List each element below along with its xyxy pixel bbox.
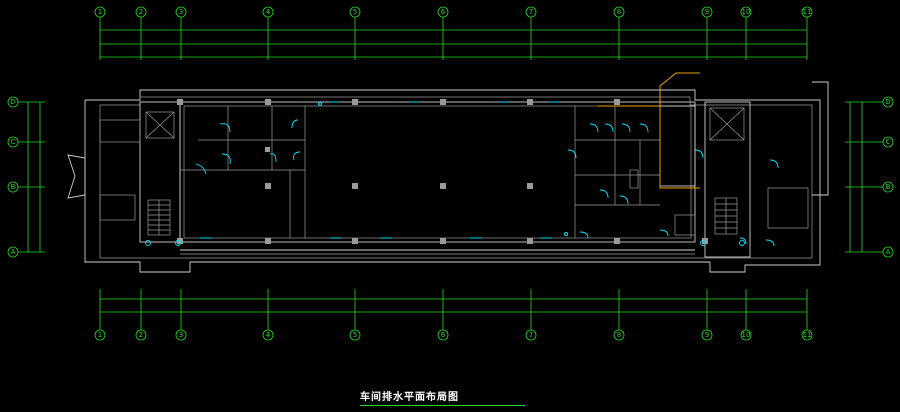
structural-columns (177, 99, 708, 244)
axis-bubbles-left: D C B A (7, 96, 19, 258)
axis-bubble-top-1-label: 1 (98, 8, 102, 16)
axis-bubbles-top: 1 2 3 4 5 6 7 8 9 10 11 (94, 6, 813, 18)
axis-bubble-top-8-label: 8 (617, 8, 621, 16)
axis-bubble-top-6: 6 (437, 6, 449, 18)
axis-bubble-left-C: C (7, 136, 19, 148)
axis-bubble-top-9: 9 (701, 6, 713, 18)
axis-bubble-bottom-9-label: 9 (705, 331, 709, 339)
axis-bubble-top-10: 10 (740, 6, 752, 18)
axis-bubble-bottom-4-label: 4 (266, 331, 271, 339)
axis-bubble-top-4: 4 (262, 6, 274, 18)
axis-bubble-bottom-11: 11 (801, 329, 813, 341)
axis-bubble-bottom-8: 8 (613, 329, 625, 341)
axis-bubble-left-B: B (7, 181, 19, 193)
axis-bubble-top-2-label: 2 (139, 8, 143, 16)
axis-bubble-right-C: C (882, 136, 894, 148)
axis-bubble-bottom-2-label: 2 (139, 331, 143, 339)
right-service-rooms (574, 105, 696, 238)
axis-bubble-bottom-6-label: 6 (441, 331, 446, 339)
title-underline (360, 405, 525, 406)
window-marks (200, 101, 560, 239)
left-stair-core (99, 101, 181, 243)
right-stair-core (704, 101, 809, 258)
right-dimension-lines (849, 102, 863, 252)
axis-bubble-top-11-label: 11 (803, 8, 812, 16)
axis-bubble-bottom-7-label: 7 (529, 331, 533, 339)
entrance-canopy (67, 154, 86, 199)
axis-bubble-top-7-label: 7 (529, 8, 533, 16)
axis-bubble-right-A: A (882, 246, 894, 258)
drawing-title: 车间排水平面布局图 (360, 392, 459, 403)
top-dimension-lines (100, 29, 807, 58)
axis-bubble-right-D-label: D (885, 98, 890, 106)
axis-bubble-right-B-label: B (886, 183, 891, 191)
axis-bubble-left-D-label: D (10, 98, 15, 106)
left-dimension-lines (27, 102, 41, 252)
drain-pipe-run (598, 72, 700, 189)
axis-bubble-top-6-label: 6 (441, 8, 446, 16)
axis-bubble-bottom-9: 9 (701, 329, 713, 341)
axis-bubble-top-3-label: 3 (179, 8, 183, 16)
left-office-rooms (180, 106, 306, 238)
axis-bubble-top-2: 2 (135, 6, 147, 18)
axis-bubble-left-C-label: C (11, 138, 16, 146)
axis-bubble-bottom-10: 10 (740, 329, 752, 341)
axis-bubble-top-11: 11 (801, 6, 813, 18)
pipe-risers (145, 102, 745, 246)
axis-bubble-top-10-label: 10 (742, 8, 751, 16)
axis-bubble-top-9-label: 9 (705, 8, 709, 16)
axis-bubble-left-D: D (7, 96, 19, 108)
axis-bubble-right-A-label: A (886, 248, 891, 256)
axis-bubble-bottom-3-label: 3 (179, 331, 183, 339)
axis-bubble-bottom-10-label: 10 (742, 331, 751, 339)
axis-bubble-right-D: D (882, 96, 894, 108)
bottom-dimension-lines (100, 298, 807, 313)
axis-grid-lines (18, 17, 883, 330)
axis-bubble-bottom-3: 3 (175, 329, 187, 341)
axis-bubble-bottom-1: 1 (94, 329, 106, 341)
axis-bubble-left-A: A (7, 246, 19, 258)
axis-bubble-top-8: 8 (613, 6, 625, 18)
axis-bubble-left-B-label: B (11, 183, 16, 191)
door-swings (195, 119, 779, 247)
axis-bubble-top-5: 5 (349, 6, 361, 18)
axis-bubble-top-4-label: 4 (266, 8, 271, 16)
building-outline (84, 81, 829, 273)
axis-bubbles-right: D C B A (882, 96, 894, 258)
axis-bubble-bottom-4: 4 (262, 329, 274, 341)
axis-bubble-top-7: 7 (525, 6, 537, 18)
axis-bubble-bottom-2: 2 (135, 329, 147, 341)
axis-bubble-right-B: B (882, 181, 894, 193)
axis-bubble-bottom-8-label: 8 (617, 331, 621, 339)
axis-bubble-left-A-label: A (11, 248, 16, 256)
axis-bubbles-bottom: 1 2 3 4 5 6 7 8 9 10 11 (94, 329, 813, 341)
axis-bubble-bottom-5-label: 5 (353, 331, 357, 339)
axis-bubble-bottom-7: 7 (525, 329, 537, 341)
axis-bubble-right-C-label: C (886, 138, 891, 146)
axis-bubble-bottom-11-label: 11 (803, 331, 812, 339)
axis-bubble-bottom-5: 5 (349, 329, 361, 341)
axis-bubble-top-5-label: 5 (353, 8, 357, 16)
axis-bubble-bottom-6: 6 (437, 329, 449, 341)
axis-bubble-bottom-1-label: 1 (98, 331, 102, 339)
axis-bubble-top-1: 1 (94, 6, 106, 18)
axis-bubble-top-3: 3 (175, 6, 187, 18)
